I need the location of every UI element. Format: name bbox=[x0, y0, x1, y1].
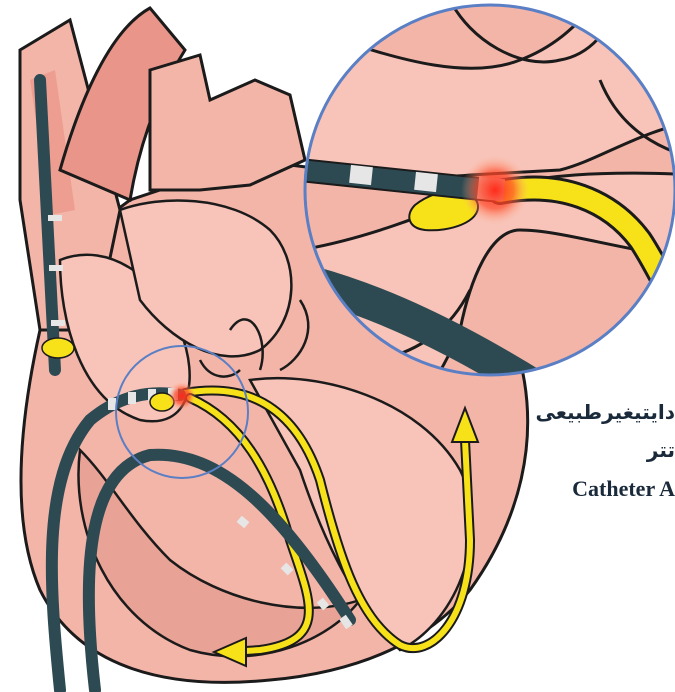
label-catheter-a: Catheter A bbox=[572, 478, 675, 500]
label-abnormal-conduction: دایتیغیرطبیعی bbox=[535, 402, 675, 422]
label-catheter-fa: تتر bbox=[647, 440, 675, 460]
ectopic-focus-atrial bbox=[42, 338, 74, 358]
aortic-arch bbox=[150, 55, 305, 190]
